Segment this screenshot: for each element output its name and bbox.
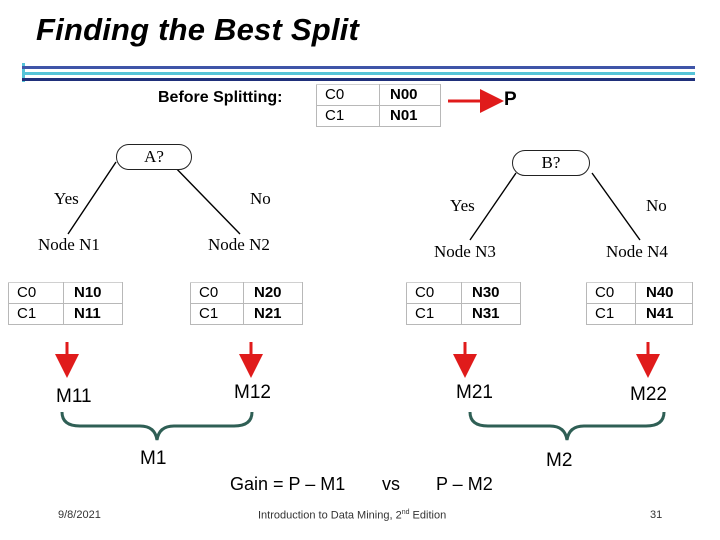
- table-row: C0 N30: [406, 282, 521, 304]
- split-a-yes-label: Yes: [54, 189, 79, 208]
- count-value: N00: [379, 84, 441, 106]
- m22-label: M22: [630, 384, 667, 405]
- count-value: N30: [461, 282, 521, 304]
- footer-source: Introduction to Data Mining, 2nd Edition: [258, 509, 446, 522]
- table-row: C0 N00: [316, 84, 441, 106]
- footer-edition: Edition: [409, 509, 447, 522]
- m2-label: M2: [546, 450, 573, 471]
- count-value: N20: [243, 282, 303, 304]
- title-rule-middle: [22, 72, 695, 75]
- footer-page-number: 31: [650, 509, 663, 521]
- split-b-question: B?: [512, 150, 590, 176]
- count-value: N01: [379, 105, 441, 127]
- class-label: C1: [586, 303, 636, 325]
- count-value: N11: [63, 303, 123, 325]
- before-splitting-label: Before Splitting:: [158, 89, 283, 106]
- table-row: C1 N21: [190, 303, 303, 325]
- a-no-branch: [169, 161, 241, 235]
- footer-source-title: Introduction to Data Mining, 2: [258, 509, 402, 522]
- node-n4-label: Node N4: [606, 242, 668, 261]
- node-n3-count-table: C0 N30 C1 N31: [406, 282, 521, 325]
- node-n4-count-table: C0 N40 C1 N41: [586, 282, 693, 325]
- gain-b-formula: P – M2: [436, 474, 493, 494]
- node-n2-count-table: C0 N20 C1 N21: [190, 282, 303, 325]
- table-row: C0 N40: [586, 282, 693, 304]
- split-a-question: A?: [116, 144, 192, 170]
- page-title: Finding the Best Split: [36, 12, 359, 47]
- class-label: C1: [8, 303, 64, 325]
- class-label: C1: [316, 105, 380, 127]
- brace-m1: [60, 411, 254, 441]
- b-yes-branch: [469, 172, 517, 241]
- table-row: C1 N31: [406, 303, 521, 325]
- m11-label: M11: [56, 386, 92, 407]
- table-row: C0 N20: [190, 282, 303, 304]
- class-label: C0: [8, 282, 64, 304]
- table-row: C0 N10: [8, 282, 123, 304]
- a-yes-branch: [67, 161, 117, 235]
- count-value: N40: [635, 282, 693, 304]
- b-no-branch: [591, 172, 641, 241]
- m12-label: M12: [234, 382, 271, 403]
- node-n1-count-table: C0 N10 C1 N11: [8, 282, 123, 325]
- before-count-table: C0 N00 C1 N01: [316, 84, 441, 127]
- node-n3-label: Node N3: [434, 242, 496, 261]
- count-value: N10: [63, 282, 123, 304]
- table-row: C1 N11: [8, 303, 123, 325]
- m1-label: M1: [140, 448, 167, 469]
- node-n1-label: Node N1: [38, 235, 100, 254]
- class-label: C0: [190, 282, 244, 304]
- count-value: N21: [243, 303, 303, 325]
- footer-date: 9/8/2021: [58, 509, 101, 521]
- title-rule-bottom: [22, 78, 695, 81]
- class-label: C0: [586, 282, 636, 304]
- gain-a-formula: Gain = P – M1: [230, 474, 346, 494]
- count-value: N41: [635, 303, 693, 325]
- split-b-no-label: No: [646, 196, 667, 215]
- gain-vs-label: vs: [382, 474, 400, 494]
- node-n2-label: Node N2: [208, 235, 270, 254]
- parent-impurity-label: P: [504, 89, 517, 110]
- brace-m2: [468, 411, 666, 441]
- split-a-no-label: No: [250, 189, 271, 208]
- table-row: C1 N41: [586, 303, 693, 325]
- class-label: C1: [190, 303, 244, 325]
- m21-label: M21: [456, 382, 493, 403]
- count-value: N31: [461, 303, 521, 325]
- class-label: C0: [406, 282, 462, 304]
- table-row: C1 N01: [316, 105, 441, 127]
- split-b-yes-label: Yes: [450, 196, 475, 215]
- class-label: C0: [316, 84, 380, 106]
- class-label: C1: [406, 303, 462, 325]
- footer-superscript: nd: [401, 509, 410, 516]
- title-rule-top: [22, 66, 695, 69]
